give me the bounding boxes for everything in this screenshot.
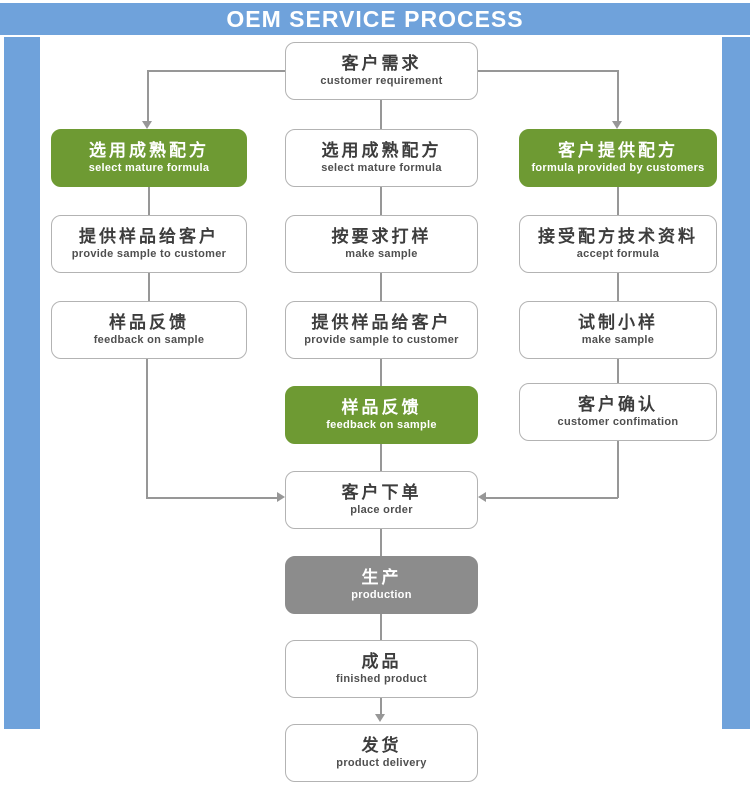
- node-feedback-on-sample-left: 样品反馈 feedback on sample: [51, 301, 247, 359]
- node-select-mature-formula-left: 选用成熟配方 select mature formula: [51, 129, 247, 187]
- node-subtitle-en: customer requirement: [320, 75, 443, 87]
- node-feedback-on-sample-mid: 样品反馈 feedback on sample: [285, 386, 478, 444]
- node-title-zh: 生产: [361, 568, 402, 587]
- node-customer-requirement: 客户需求 customer requirement: [285, 42, 478, 100]
- connector-top-left: [148, 70, 285, 72]
- connector-top-mid: [380, 100, 382, 130]
- connector-left-order-horizontal: [146, 497, 277, 499]
- arrow-down-icon: [612, 121, 622, 129]
- node-subtitle-en: formula provided by customers: [531, 162, 705, 174]
- node-provide-sample-mid: 提供样品给客户 provide sample to customer: [285, 301, 478, 359]
- node-subtitle-en: provide sample to customer: [71, 248, 227, 260]
- node-title-zh: 发货: [361, 736, 402, 755]
- connector-right-1: [617, 187, 619, 215]
- node-title-zh: 客户需求: [341, 54, 422, 73]
- node-title-zh: 客户确认: [578, 395, 658, 414]
- node-title-zh: 样品反馈: [341, 398, 422, 417]
- arrow-right-icon: [277, 492, 285, 502]
- connector-mid-7: [380, 698, 382, 715]
- connector-mid-2: [380, 273, 382, 301]
- node-subtitle-en: accept formula: [576, 248, 660, 260]
- connector-top-right: [478, 70, 618, 72]
- connector-mid-3: [380, 359, 382, 386]
- node-subtitle-en: make sample: [581, 334, 655, 346]
- connector-drop-right: [617, 70, 619, 122]
- node-title-zh: 成品: [361, 652, 402, 671]
- node-select-mature-formula-mid: 选用成熟配方 select mature formula: [285, 129, 478, 187]
- node-subtitle-en: production: [351, 589, 412, 601]
- connector-mid-1: [380, 187, 382, 215]
- connector-mid-4: [380, 444, 382, 471]
- node-subtitle-en: customer confimation: [557, 416, 679, 428]
- node-subtitle-en: select mature formula: [321, 162, 442, 174]
- connector-drop-left: [147, 70, 149, 122]
- node-subtitle-en: place order: [350, 504, 413, 516]
- left-accent-bar: [4, 37, 40, 729]
- node-make-sample-right: 试制小样 make sample: [519, 301, 717, 359]
- node-subtitle-en: provide sample to customer: [304, 334, 459, 346]
- node-product-delivery: 发货 product delivery: [285, 724, 478, 782]
- right-accent-bar: [722, 37, 750, 729]
- node-title-zh: 选用成熟配方: [89, 141, 209, 160]
- connector-right-order-horizontal: [486, 497, 618, 499]
- node-title-zh: 提供样品给客户: [79, 227, 219, 246]
- arrow-down-icon: [142, 121, 152, 129]
- connector-left-2: [148, 273, 150, 301]
- connector-left-to-order: [146, 359, 148, 498]
- node-finished-product: 成品 finished product: [285, 640, 478, 698]
- node-place-order: 客户下单 place order: [285, 471, 478, 529]
- node-subtitle-en: make sample: [345, 248, 418, 260]
- node-title-zh: 样品反馈: [109, 313, 189, 332]
- connector-mid-6: [380, 614, 382, 640]
- node-customer-confirmation: 客户确认 customer confimation: [519, 383, 717, 441]
- node-subtitle-en: product delivery: [336, 757, 427, 769]
- node-subtitle-en: finished product: [336, 673, 427, 685]
- header-bar: OEM SERVICE PROCESS: [0, 3, 750, 35]
- node-title-zh: 按要求打样: [331, 227, 432, 246]
- node-title-zh: 客户提供配方: [558, 141, 678, 160]
- page-title: OEM SERVICE PROCESS: [226, 5, 524, 32]
- node-make-sample-mid: 按要求打样 make sample: [285, 215, 478, 273]
- connector-right-3: [617, 359, 619, 383]
- connector-left-1: [148, 187, 150, 215]
- node-accept-formula: 接受配方技术资料 accept formula: [519, 215, 717, 273]
- node-provide-sample-left: 提供样品给客户 provide sample to customer: [51, 215, 247, 273]
- connector-right-to-order: [617, 441, 619, 498]
- node-title-zh: 客户下单: [341, 483, 422, 502]
- connector-right-2: [617, 273, 619, 301]
- arrow-left-icon: [478, 492, 486, 502]
- arrow-down-icon: [375, 714, 385, 722]
- node-subtitle-en: feedback on sample: [326, 419, 437, 431]
- node-subtitle-en: feedback on sample: [93, 334, 205, 346]
- node-production: 生产 production: [285, 556, 478, 614]
- node-title-zh: 提供样品给客户: [311, 313, 452, 332]
- connector-mid-5: [380, 529, 382, 556]
- node-title-zh: 接受配方技术资料: [538, 227, 698, 246]
- node-title-zh: 试制小样: [578, 313, 658, 332]
- node-formula-provided-by-customers: 客户提供配方 formula provided by customers: [519, 129, 717, 187]
- node-title-zh: 选用成熟配方: [321, 141, 442, 160]
- node-subtitle-en: select mature formula: [88, 162, 210, 174]
